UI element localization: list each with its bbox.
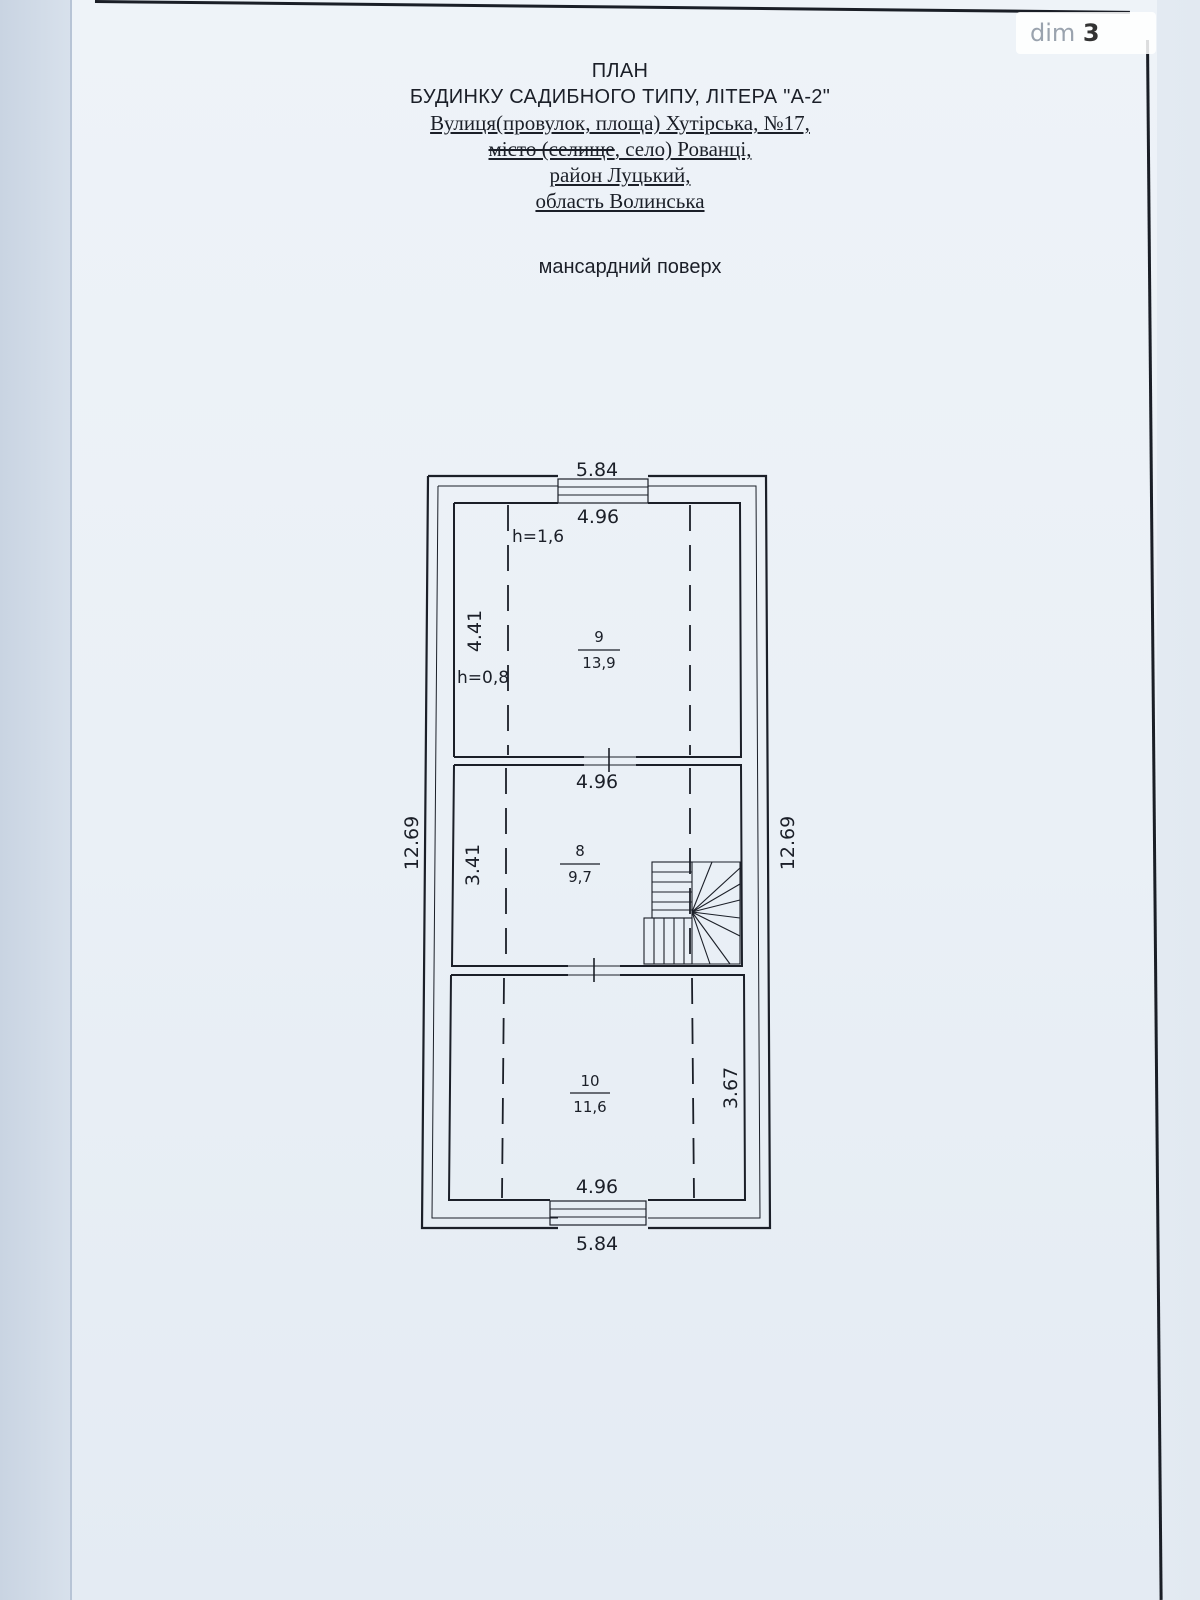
dim-left-outer: 12.69 [401,816,423,870]
settlement-struck: місто (селище [488,137,615,161]
dim-right-outer: 12.69 [777,816,799,870]
plan-subtitle: БУДИНКУ САДИБНОГО ТИПУ, ЛІТЕРА "А-2" [409,86,831,108]
dim-top-inner: 4.96 [577,506,619,528]
room-9-area: 13,9 [582,654,615,672]
room-10-area: 11,6 [573,1098,606,1116]
document-page [70,0,1157,1600]
dim-watermark: dim 3 [1016,12,1156,54]
dim-room8-height: 3.41 [462,844,484,886]
ceiling-height-high: h=1,6 [512,527,564,547]
dim-room10-height: 3.67 [720,1067,742,1109]
outer-wall [420,474,772,1230]
dim-mid-inner: 4.96 [576,771,618,793]
floor-title: мансардний поверх [538,256,722,278]
dim-room9-height: 4.41 [464,610,486,652]
watermark-brand: dim [1030,19,1076,47]
dim-bottom-inner: 4.96 [576,1176,618,1198]
door-8-10 [568,958,620,982]
document-header: ПЛАН БУДИНКУ САДИБНОГО ТИПУ, ЛІТЕРА "А-2… [340,58,900,214]
slope-lines [501,505,695,1199]
settlement-rest: , село) Рованці, [614,137,752,161]
ceiling-height-low: h=0,8 [457,668,509,688]
dim-top-outer: 5.84 [576,459,618,481]
top-window [557,478,649,504]
room-10-walls [447,974,747,1201]
district-line: район Луцький, [549,163,691,187]
room-9-walls [454,502,743,758]
room-9-number: 9 [594,628,604,646]
room-8-walls [450,764,744,967]
room-8-number: 8 [575,842,585,860]
bottom-window [549,1200,647,1226]
dim-bottom-outer: 5.84 [576,1233,618,1255]
street-line: Вулиця(провулок, площа) Хутірська, №17, [430,111,810,135]
staircase [643,861,741,965]
room-10-number: 10 [580,1072,599,1090]
outer-wall-inner-line [431,485,761,1219]
region-line: область Волинська [535,189,705,213]
room-8-area: 9,7 [568,868,592,886]
plan-title: ПЛАН [591,60,649,82]
door-9-8 [584,748,636,772]
page-number: 3 [1082,19,1100,47]
